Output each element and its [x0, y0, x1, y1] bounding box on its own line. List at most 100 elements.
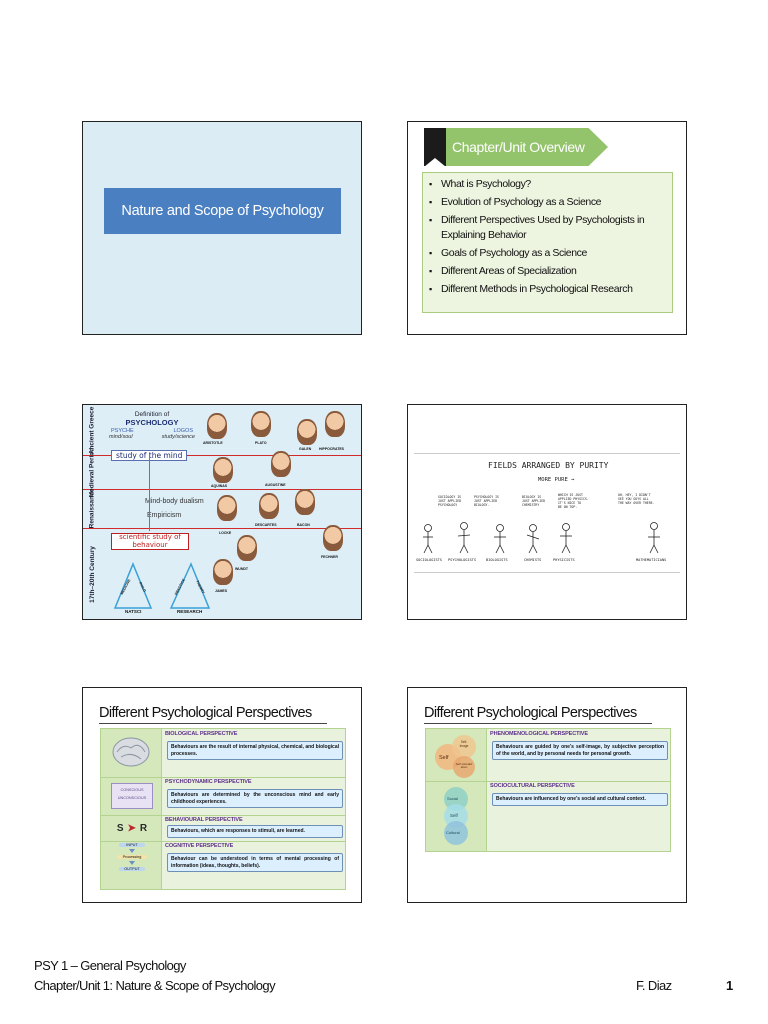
- venn-self-label: Self: [450, 813, 458, 818]
- caption-galen: GALEN: [299, 447, 312, 451]
- caption-aquinas: AQUINAS: [211, 484, 228, 488]
- mind-body-dualism-text: Mind-body dualism: [145, 498, 204, 505]
- perspective-description: Behaviours are guided by one's self-imag…: [492, 741, 668, 760]
- perspective-title: BEHAVIOURAL PERSPECTIVE: [165, 817, 243, 823]
- row-divider: [101, 815, 345, 816]
- overview-item: Evolution of Psychology as a Science: [427, 195, 668, 210]
- portrait-hippocrates: [325, 411, 345, 437]
- footer-unit: Chapter/Unit 1: Nature & Scope of Psycho…: [34, 978, 276, 993]
- footer-course: PSY 1 – General Psychology: [34, 958, 186, 973]
- definition-box: Definition of PSYCHOLOGY PSYCHE LOGOS mi…: [107, 411, 197, 449]
- overview-heading: Chapter/Unit Overview: [446, 128, 608, 166]
- mind-soul-text: mind/soul: [109, 434, 133, 440]
- triangle-2-bottom-label: RESEARCH: [177, 609, 203, 614]
- venn-cultural-label: Cultural: [446, 830, 460, 835]
- scientific-study-box: scientific study of behaviour: [111, 533, 189, 550]
- perspectives-title: Different Psychological Perspectives: [424, 705, 637, 721]
- portrait-bacon: [295, 489, 315, 515]
- overview-item: Different Methods in Psychological Resea…: [427, 282, 668, 297]
- title-underline: [424, 723, 652, 724]
- comic-title: FIELDS ARRANGED BY PURITY: [488, 461, 609, 470]
- footer-author: F. Diaz: [636, 978, 672, 993]
- comic-speech: WHICH IS JUST APPLIED PHYSICS. IT'S NICE…: [558, 493, 589, 509]
- slide-6-perspectives: Different Psychological Perspectives Sel…: [407, 687, 687, 903]
- comic-label: MATHEMATICIANS: [636, 558, 667, 562]
- comic-label: SOCIOLOGISTS: [416, 558, 442, 562]
- era-divider: [83, 455, 361, 456]
- perspectives-panel: BIOLOGICAL PERSPECTIVE Behaviours are th…: [100, 728, 346, 890]
- information-processing-icon: INPUT Processing OUTPUT: [111, 843, 153, 887]
- portrait-wundt: [237, 535, 257, 561]
- comic-speech: OH, HEY, I DIDN'T SEE YOU GUYS ALL THE W…: [618, 493, 655, 505]
- psychology-word: PSYCHOLOGY: [125, 418, 179, 427]
- slide-title: Nature and Scope of Psychology: [104, 188, 341, 234]
- venn-self-label: Self: [439, 755, 449, 761]
- comic-label: CHEMISTS: [524, 558, 542, 562]
- caption-plato: PLATO: [255, 441, 267, 445]
- portrait-aristotle: [207, 413, 227, 439]
- comic-speech: PSYCHOLOGY IS JUST APPLIED BIOLOGY.: [474, 495, 499, 507]
- era-label: Medieval Period: [88, 447, 96, 497]
- venn-social-label: Social: [447, 796, 458, 801]
- row-divider: [426, 781, 670, 782]
- overview-list-box: What is Psychology? Evolution of Psychol…: [422, 172, 673, 313]
- slide-1-title: Nature and Scope of Psychology: [82, 121, 362, 335]
- bookmark-notch: [424, 158, 446, 167]
- venn-self-image-label: Self-Image: [459, 740, 469, 748]
- perspective-description: Behaviours are the result of internal ph…: [167, 741, 343, 760]
- slide-3-history: Ancient Greece Medieval Period Renaissan…: [82, 404, 362, 620]
- comic-subtitle: MORE PURE →: [538, 477, 575, 483]
- comic-speech: SOCIOLOGY IS JUST APPLIED PSYCHOLOGY: [438, 495, 462, 507]
- brain-icon: [111, 735, 151, 769]
- portrait-james: [213, 559, 233, 585]
- caption-locke: LOCKE: [219, 531, 232, 535]
- era-divider: [83, 489, 361, 490]
- triangle-2-shape: [169, 562, 211, 609]
- portrait-aquinas: [213, 457, 233, 483]
- perspective-title: SOCIOCULTURAL PERSPECTIVE: [490, 783, 575, 789]
- caption-aristotle: ARISTOTLE: [203, 441, 223, 445]
- empiricism-text: Empiricism: [147, 512, 182, 519]
- perspectives-title: Different Psychological Perspectives: [99, 705, 312, 721]
- overview-item: Different Areas of Specialization: [427, 264, 668, 279]
- portrait-plato: [251, 411, 271, 437]
- bookmark-flag-icon: [424, 128, 446, 166]
- title-underline: [99, 723, 327, 724]
- caption-hippocrates: HIPPOCRATES: [319, 447, 345, 451]
- portrait-augustine: [271, 451, 291, 477]
- era-label: Renaissance: [88, 488, 96, 529]
- triangle-1-shape: [113, 562, 153, 609]
- portrait-galen: [297, 419, 317, 445]
- conscious-mind-icon: CONSCIOUS UNCONSCIOUS: [111, 783, 153, 809]
- row-divider: [101, 841, 345, 842]
- perspective-title: COGNITIVE PERSPECTIVE: [165, 843, 234, 849]
- logos-word: LOGOS: [173, 428, 193, 434]
- perspective-description: Behaviours are influenced by one's socia…: [492, 793, 668, 806]
- comic-label: PHYSICISTS: [553, 558, 575, 562]
- overview-item: Goals of Psychology as a Science: [427, 246, 668, 261]
- slide-2-overview: Chapter/Unit Overview What is Psychology…: [407, 121, 687, 335]
- arrow-right-icon: ➤: [127, 822, 136, 834]
- stimulus-response-icon: S ➤ R: [116, 822, 148, 834]
- perspective-description: Behaviour can be understood in terms of …: [167, 853, 343, 872]
- page-number: 1: [726, 978, 733, 993]
- caption-james: JAMES: [215, 589, 228, 593]
- psyche-word: PSYCHE: [111, 428, 134, 434]
- perspective-title: PSYCHODYNAMIC PERSPECTIVE: [165, 779, 252, 785]
- definition-of-text: Definition of: [134, 411, 170, 418]
- study-science-text: study/science: [161, 434, 195, 440]
- caption-bacon: BACON: [297, 523, 310, 527]
- venn-self-actualization-label: Self-Actualization: [455, 762, 473, 770]
- portrait-locke: [217, 495, 237, 521]
- triangle-1-bottom-label: NATSCI: [125, 609, 142, 614]
- comic-label: BIOLOGISTS: [486, 558, 508, 562]
- overview-item: What is Psychology?: [427, 177, 668, 192]
- portrait-descartes: [259, 493, 279, 519]
- sociocultural-venn-icon: [444, 787, 468, 845]
- caption-fechner: FECHNER: [321, 555, 338, 559]
- stick-figures-drawing: [423, 522, 660, 554]
- timeline-arrow-line: [149, 455, 150, 531]
- perspective-description: Behaviours are determined by the unconsc…: [167, 789, 343, 808]
- portrait-fechner: [323, 525, 343, 551]
- era-divider: [83, 528, 361, 529]
